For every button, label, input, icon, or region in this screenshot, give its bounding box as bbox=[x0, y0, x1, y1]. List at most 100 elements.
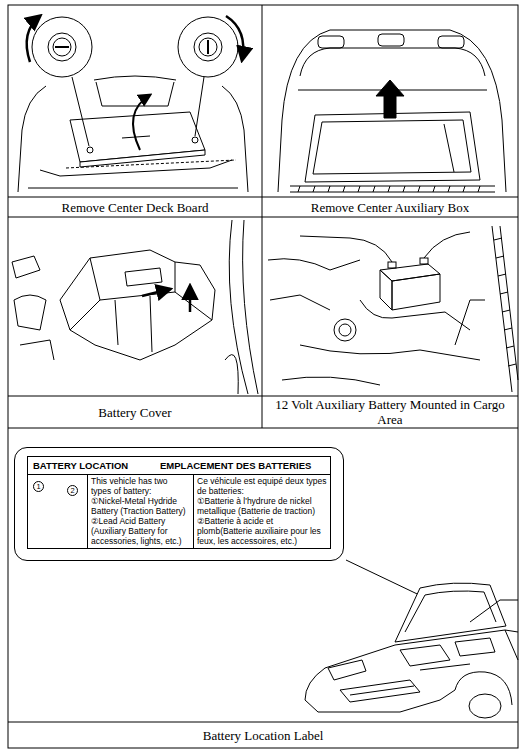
auxiliary-box-illustration bbox=[278, 30, 506, 192]
deck-board-illustration bbox=[199, 38, 217, 56]
battery-cover-illustration bbox=[243, 220, 258, 394]
cargo-battery-illustration bbox=[268, 226, 518, 392]
auxiliary-box-illustration bbox=[438, 36, 464, 48]
auxiliary-box-illustration bbox=[305, 112, 480, 182]
cargo-battery-illustration bbox=[300, 345, 480, 360]
deck-board-illustration bbox=[178, 17, 238, 77]
label-heading: EMPLACEMENT DES BATTERIES bbox=[160, 460, 311, 471]
cargo-battery-illustration bbox=[494, 238, 516, 366]
cargo-battery-illustration bbox=[268, 259, 360, 270]
cargo-battery-illustration bbox=[420, 258, 428, 264]
label-text: ②Lead Acid Battery (Auxiliary Battery fo… bbox=[91, 516, 190, 546]
label-text-column: This vehicle has two types of battery:①N… bbox=[87, 474, 193, 548]
auxiliary-box-illustration bbox=[318, 36, 344, 48]
caption-cell: Battery Location Label bbox=[8, 722, 518, 748]
deck-board-illustration bbox=[18, 86, 46, 192]
table-grid bbox=[8, 428, 518, 429]
deck-board-illustration bbox=[87, 147, 93, 153]
deck-board-illustration bbox=[222, 86, 248, 192]
battery-cover-illustration bbox=[14, 295, 46, 330]
cargo-battery-illustration bbox=[455, 300, 485, 345]
deck-board-illustration bbox=[133, 95, 150, 150]
cargo-battery-illustration bbox=[339, 324, 351, 336]
car-front-illustration bbox=[455, 672, 512, 705]
battery-cover-illustration bbox=[189, 286, 192, 312]
auxiliary-box-illustration bbox=[444, 124, 454, 172]
label-text: ②Batterie à acide et plomb(Batterie auxi… bbox=[197, 516, 328, 546]
caption-cell: Remove Center Deck Board bbox=[8, 197, 262, 217]
car-front-illustration bbox=[400, 645, 450, 666]
battery-cover-illustration bbox=[125, 268, 162, 286]
auxiliary-box-illustration bbox=[313, 120, 471, 174]
cargo-battery-illustration bbox=[388, 262, 396, 268]
car-front-illustration bbox=[350, 686, 414, 695]
deck-board-illustration bbox=[80, 150, 205, 167]
deck-board-illustration bbox=[194, 33, 222, 61]
auxiliary-box-illustration bbox=[300, 48, 485, 76]
callout-number: 2 bbox=[67, 485, 78, 496]
deck-board-illustration bbox=[72, 77, 89, 146]
battery-cover-illustration bbox=[12, 220, 258, 394]
caption-text: Battery Cover bbox=[98, 405, 171, 420]
caption-text: Remove Center Deck Board bbox=[62, 200, 209, 215]
label-heading: BATTERY LOCATION bbox=[33, 460, 128, 471]
deck-board-illustration bbox=[32, 17, 92, 77]
cargo-battery-illustration bbox=[424, 232, 470, 258]
car-front-illustration bbox=[305, 690, 455, 712]
cargo-battery-illustration bbox=[300, 236, 392, 262]
deck-board-illustration bbox=[195, 77, 204, 136]
caption-cell: 12 Volt Auxiliary Battery Mounted in Car… bbox=[262, 396, 518, 428]
cargo-battery-illustration bbox=[334, 319, 356, 341]
caption-text: Battery Location Label bbox=[203, 728, 324, 743]
table-grid bbox=[8, 197, 518, 198]
table-grid bbox=[8, 722, 518, 723]
label-text: This vehicle has two types of battery: bbox=[91, 476, 190, 496]
table-grid bbox=[8, 5, 518, 748]
battery-cover-illustration bbox=[100, 292, 212, 320]
caption-text: Remove Center Auxiliary Box bbox=[311, 200, 470, 215]
deck-board-illustration bbox=[55, 46, 69, 48]
deck-board-illustration bbox=[207, 40, 209, 54]
car-front-illustration bbox=[405, 591, 496, 632]
battery-cover-illustration bbox=[175, 262, 176, 292]
cargo-battery-illustration bbox=[392, 274, 440, 310]
battery-location-label: BATTERY LOCATION EMPLACEMENT DES BATTERIE… bbox=[14, 447, 344, 561]
battery-cover-illustration bbox=[142, 289, 170, 296]
label-text: ①Nickel-Metal Hydride Battery (Traction … bbox=[91, 496, 190, 516]
auxiliary-box-illustration bbox=[290, 186, 495, 192]
cargo-battery-illustration bbox=[380, 270, 392, 310]
deck-board-illustration bbox=[96, 82, 174, 106]
car-front-illustration bbox=[395, 583, 506, 642]
caption-text: 12 Volt Auxiliary Battery Mounted in Car… bbox=[274, 397, 506, 427]
table-grid bbox=[8, 217, 518, 218]
car-front-illustration bbox=[305, 630, 518, 700]
deck-board-illustration bbox=[53, 38, 71, 56]
caption-cell: Battery Cover bbox=[8, 396, 262, 428]
battery-cover-illustration bbox=[12, 256, 40, 278]
auxiliary-box-illustration bbox=[298, 186, 480, 192]
battery-cover-illustration bbox=[60, 250, 215, 360]
deck-board-illustration bbox=[28, 188, 238, 189]
label-header-rule bbox=[27, 474, 331, 475]
label-text: ①Batterie à l'hydrure de nickel metalliq… bbox=[197, 496, 328, 516]
callout-number: 1 bbox=[33, 481, 44, 492]
table-grid bbox=[8, 396, 518, 397]
battery-cover-illustration bbox=[225, 355, 238, 394]
car-front-illustration bbox=[328, 660, 366, 680]
battery-cover-illustration bbox=[70, 258, 100, 330]
deck-board-illustration bbox=[48, 33, 76, 61]
auxiliary-box-illustration bbox=[376, 80, 404, 118]
deck-board-illustration bbox=[18, 16, 248, 192]
deck-board-illustration bbox=[94, 76, 176, 80]
label-text-column: Ce véhicule est equipé deux types de bat… bbox=[193, 474, 331, 548]
cargo-battery-illustration bbox=[360, 300, 470, 330]
car-front-illustration bbox=[455, 638, 495, 656]
label-text: Ce véhicule est equipé deux types de bat… bbox=[197, 476, 328, 496]
caption-cell: Remove Center Auxiliary Box bbox=[262, 197, 518, 217]
car-front-illustration bbox=[305, 583, 518, 718]
cargo-battery-illustration bbox=[270, 295, 330, 310]
car-front-illustration bbox=[340, 680, 420, 702]
auxiliary-box-illustration bbox=[278, 30, 506, 192]
deck-board-illustration bbox=[192, 137, 198, 143]
